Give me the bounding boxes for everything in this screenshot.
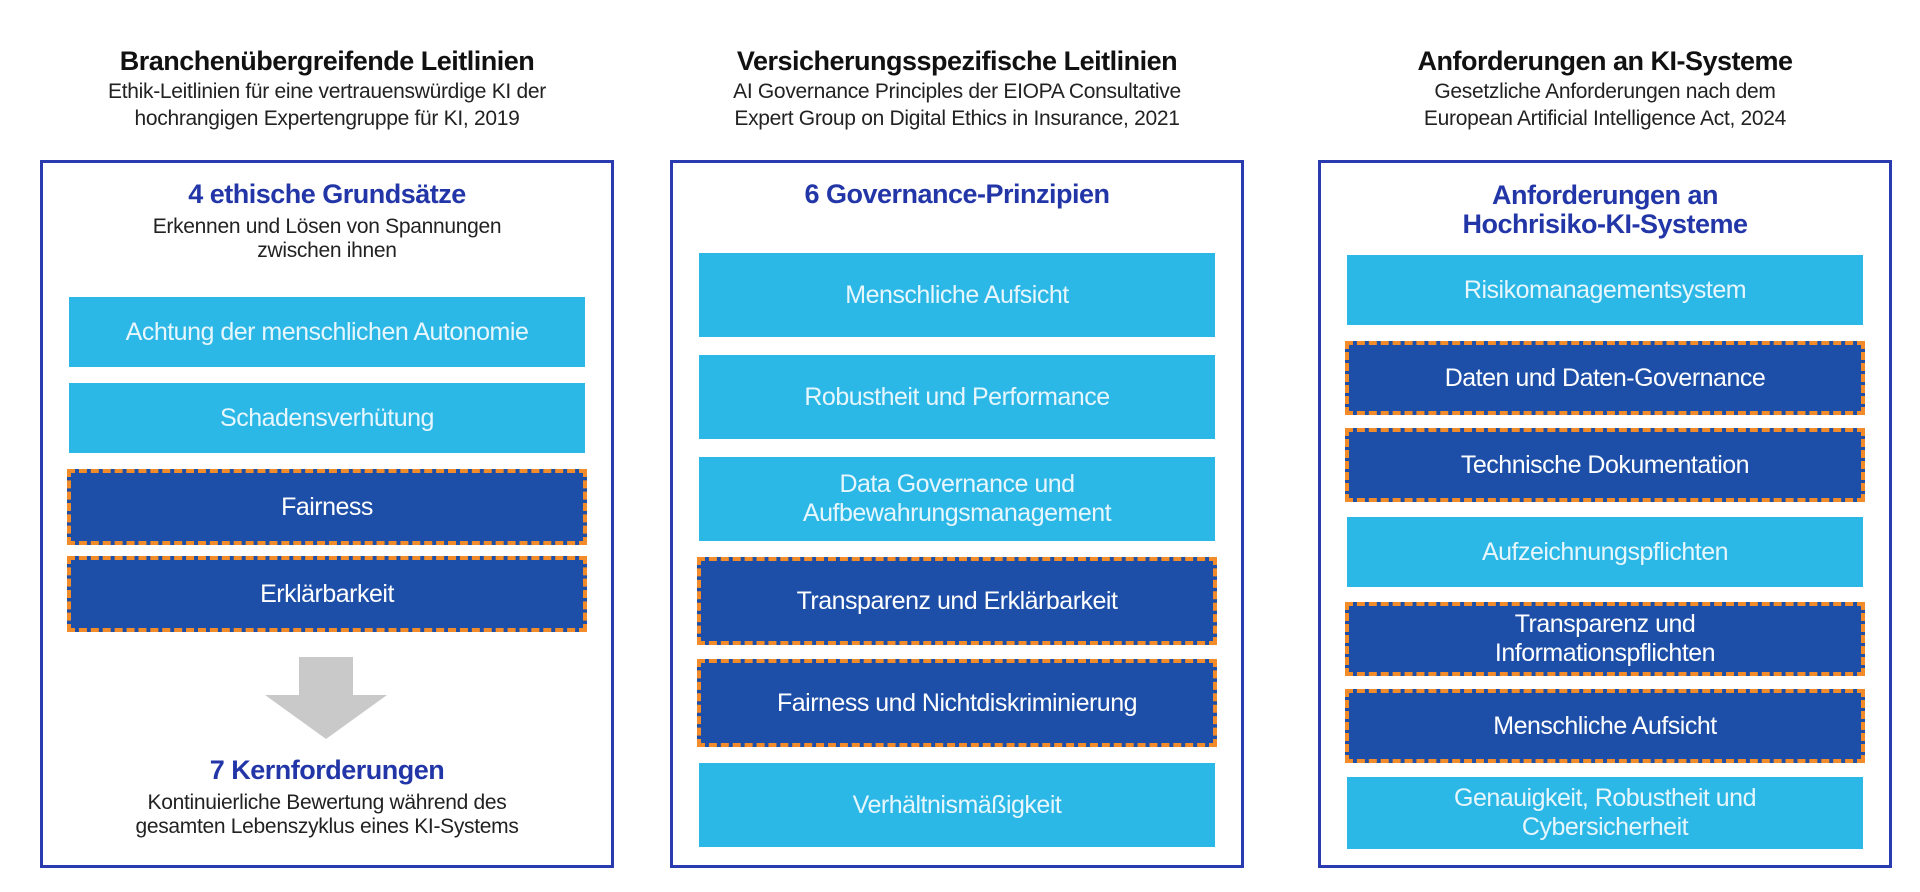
panel-title: Anforderungen an Hochrisiko-KI-Systeme (1462, 180, 1748, 239)
requirement-box: Risikomanagementsystem (1347, 255, 1863, 325)
panel-title: 6 Governance-Prinzipien (804, 179, 1110, 209)
column-header: Versicherungsspezifische Leitlinien AI G… (670, 44, 1244, 132)
requirement-box-highlighted: Daten und Daten-Governance (1345, 341, 1865, 415)
governance-panel: 6 Governance-Prinzipien Menschliche Aufs… (670, 160, 1244, 868)
principle-box: Menschliche Aufsicht (699, 253, 1215, 337)
column-title: Anforderungen an KI-Systeme (1417, 46, 1793, 76)
core-requirements-title: 7 Kernforderungen (209, 755, 445, 785)
requirement-box-highlighted: Transparenz und Informationspflichten (1345, 602, 1865, 676)
principle-box: Schadensverhütung (69, 383, 585, 453)
column-subtitle: Gesetzliche Anforderungen nach dem Europ… (1423, 80, 1787, 130)
requirement-box-highlighted: Menschliche Aufsicht (1345, 689, 1865, 763)
principles-panel: 4 ethische Grundsätze Erkennen und Lösen… (40, 160, 614, 868)
panel-title: 4 ethische Grundsätze (188, 179, 466, 209)
requirement-box: Aufzeichnungspflichten (1347, 517, 1863, 587)
principle-box: Data Governance und Aufbewahrungsmanagem… (699, 457, 1215, 541)
principle-box-highlighted: Erklärbarkeit (67, 556, 587, 632)
principle-box-highlighted: Fairness (67, 469, 587, 545)
column-subtitle: AI Governance Principles der EIOPA Consu… (733, 80, 1181, 130)
principle-box: Achtung der menschlichen Autonomie (69, 297, 585, 367)
core-requirements-subtitle: Kontinuierliche Bewertung während des ge… (135, 791, 519, 838)
column-title: Versicherungsspezifische Leitlinien (736, 46, 1178, 76)
column-header: Branchenübergreifende Leitlinien Ethik-L… (40, 44, 614, 132)
panel-subtitle: Erkennen und Lösen von Spannungen zwisch… (152, 215, 502, 262)
down-arrow-icon (265, 657, 387, 739)
column-title: Branchenübergreifende Leitlinien (119, 46, 535, 76)
principle-box: Verhältnismäßigkeit (699, 763, 1215, 847)
principle-box: Robustheit und Performance (699, 355, 1215, 439)
principle-box-highlighted: Fairness und Nichtdiskriminierung (697, 659, 1217, 747)
requirements-panel: Anforderungen an Hochrisiko-KI-Systeme R… (1318, 160, 1892, 868)
requirement-box: Genauigkeit, Robustheit und Cybersicherh… (1347, 777, 1863, 849)
column-header: Anforderungen an KI-Systeme Gesetzliche … (1318, 44, 1892, 132)
column-subtitle: Ethik-Leitlinien für eine vertrauenswürd… (108, 80, 546, 130)
principle-box-highlighted: Transparenz und Erklärbarkeit (697, 557, 1217, 645)
requirement-box-highlighted: Technische Dokumentation (1345, 428, 1865, 502)
